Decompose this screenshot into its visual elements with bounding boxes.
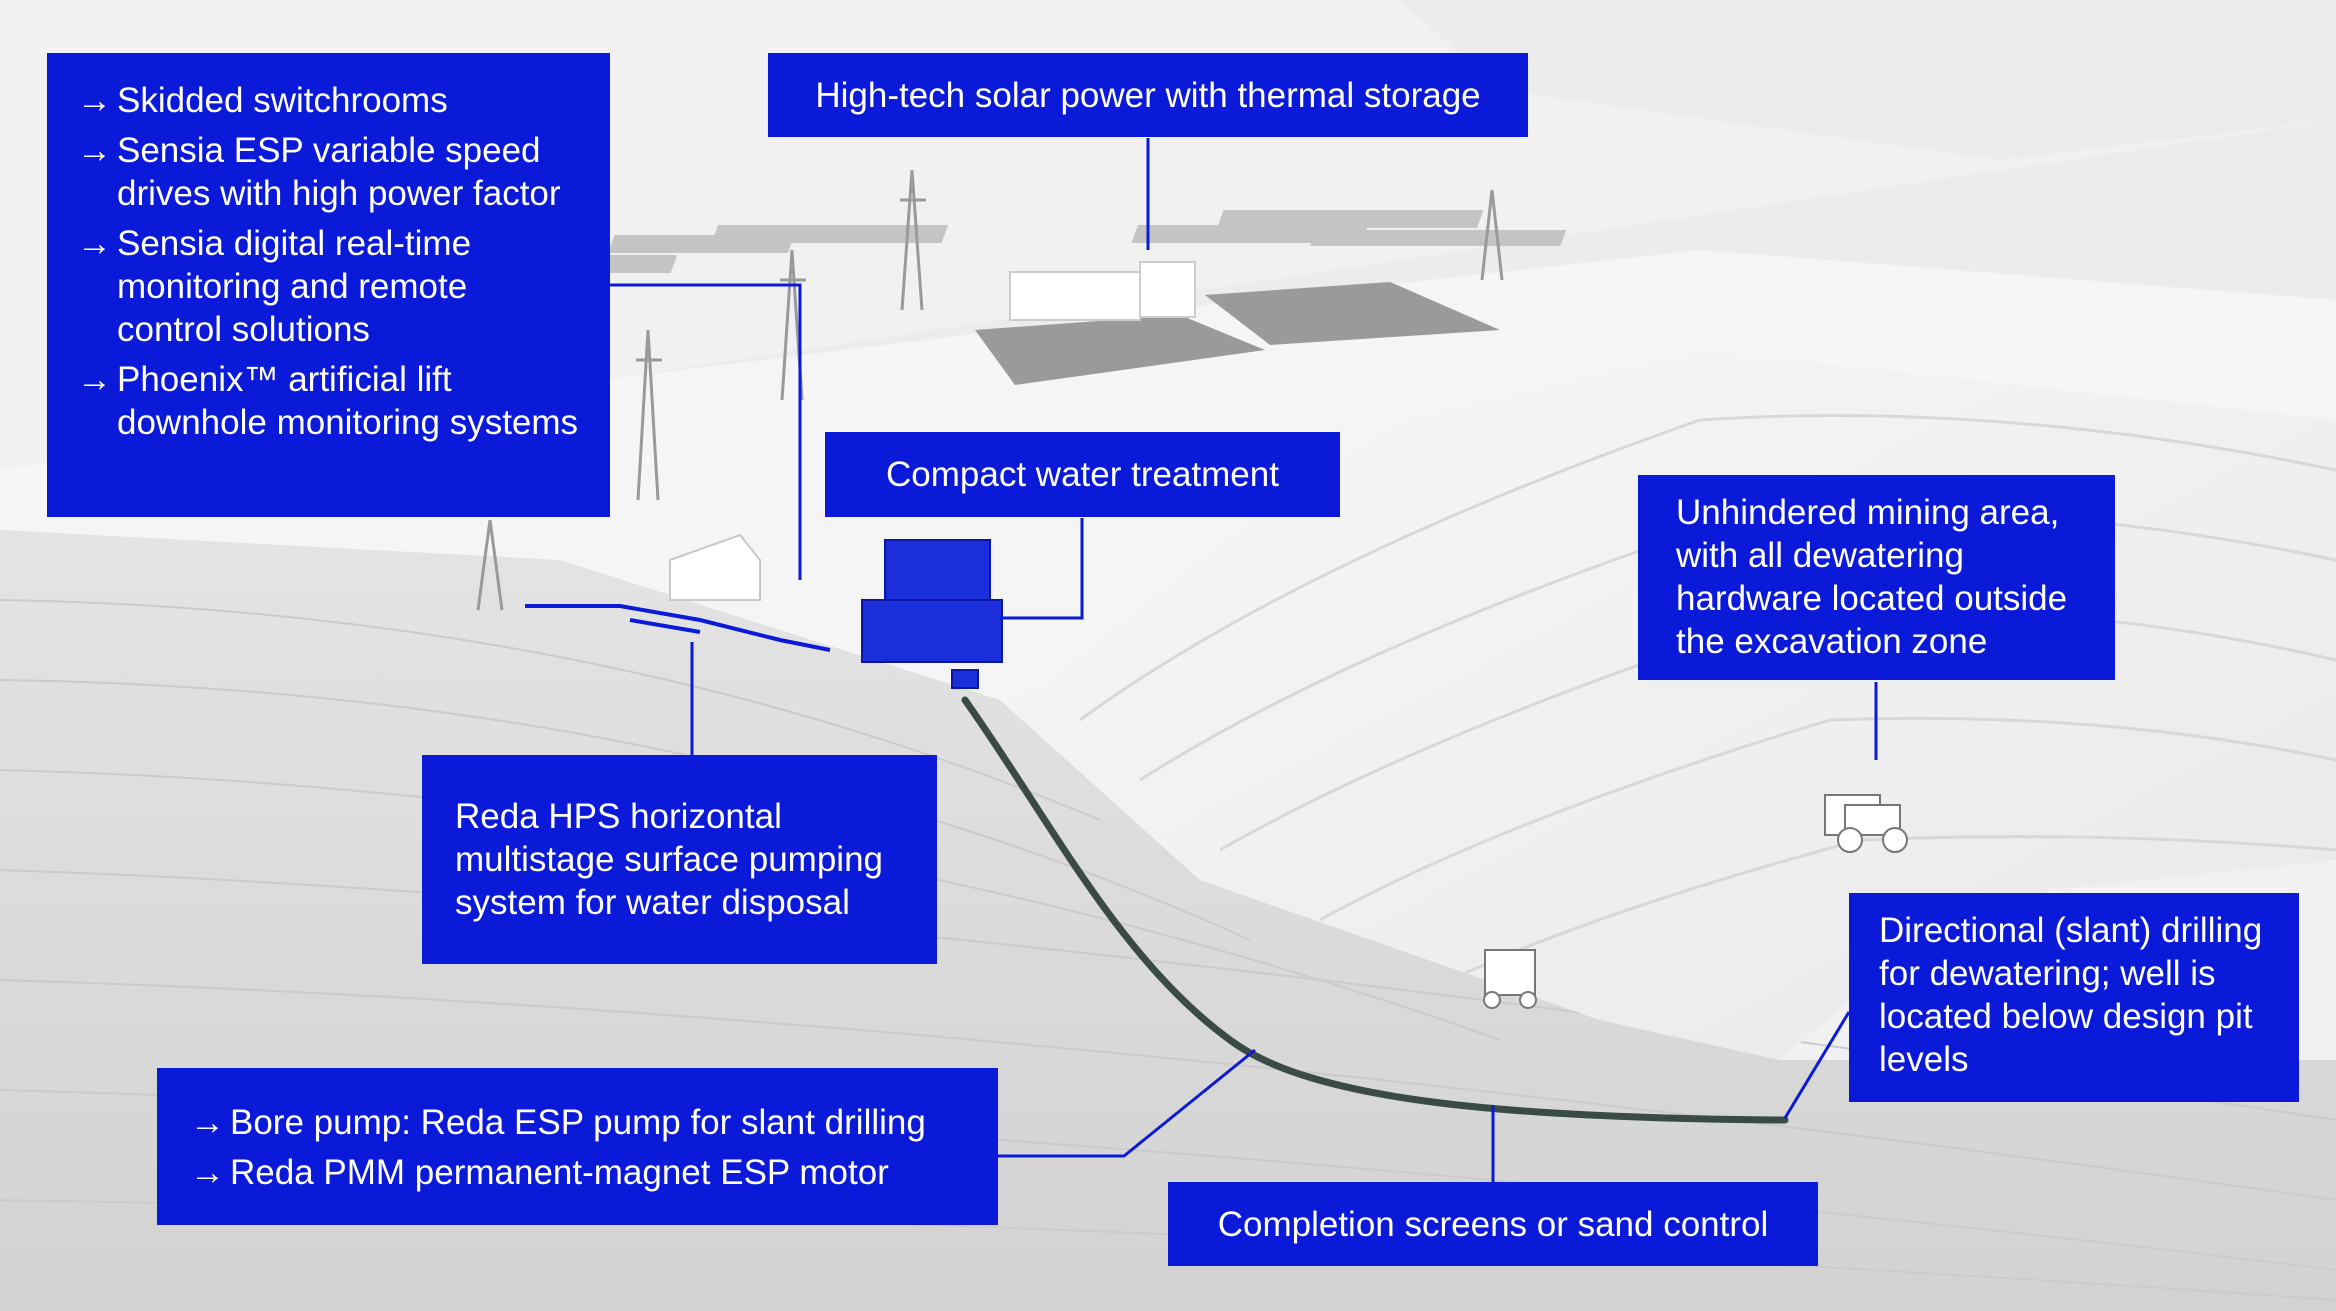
bore-pump-list: →Bore pump: Reda ESP pump for slant dril… xyxy=(190,1101,965,1194)
arrow-icon: → xyxy=(77,131,112,170)
bore-pump-item-pmm-motor: →Reda PMM permanent-magnet ESP motor xyxy=(190,1153,889,1192)
callout-solar-power: High-tech solar power with thermal stora… xyxy=(768,53,1528,137)
switchroom-building xyxy=(669,533,761,601)
callout-water-treatment: Compact water treatment xyxy=(825,432,1340,517)
solar-field xyxy=(530,210,1567,273)
electrical-item-switchrooms: →Skidded switchrooms xyxy=(77,81,448,120)
callout-completion-screens: Completion screens or sand control xyxy=(1168,1182,1818,1266)
power-plant-buildings xyxy=(1009,261,1196,321)
arrow-icon: → xyxy=(190,1153,225,1192)
electrical-list: →Skidded switchrooms →Sensia ESP variabl… xyxy=(77,79,580,444)
wheel-loader xyxy=(1824,794,1908,853)
water-treatment-modules xyxy=(861,539,1003,689)
electrical-item-phoenix: →Phoenix™ artificial lift downhole monit… xyxy=(77,360,579,442)
surface-pumping-system xyxy=(525,604,831,652)
callout-bore-pump: →Bore pump: Reda ESP pump for slant dril… xyxy=(157,1068,998,1225)
callout-electrical-systems: →Skidded switchrooms →Sensia ESP variabl… xyxy=(47,53,610,517)
arrow-icon: → xyxy=(77,360,112,399)
electrical-item-monitoring: →Sensia digital real-time monitoring and… xyxy=(77,224,472,349)
haul-truck xyxy=(1483,949,1537,1009)
callout-mining-area: Unhindered mining area, with all dewater… xyxy=(1638,475,2115,680)
callout-connectors xyxy=(610,138,1878,1182)
electrical-item-variable-speed-drives: →Sensia ESP variable speed drives with h… xyxy=(77,131,561,213)
callout-directional-drilling: Directional (slant) drilling for dewater… xyxy=(1849,893,2299,1102)
slant-well-pipe xyxy=(961,696,1789,1124)
callout-hps-pumping: Reda HPS horizontal multistage surface p… xyxy=(422,755,937,964)
arrow-icon: → xyxy=(77,224,112,263)
bore-pump-item-esp-pump: →Bore pump: Reda ESP pump for slant dril… xyxy=(190,1103,926,1142)
arrow-icon: → xyxy=(190,1103,225,1142)
far-terrain xyxy=(0,0,2336,470)
storage-ponds xyxy=(975,282,1500,385)
arrow-icon: → xyxy=(77,81,112,120)
